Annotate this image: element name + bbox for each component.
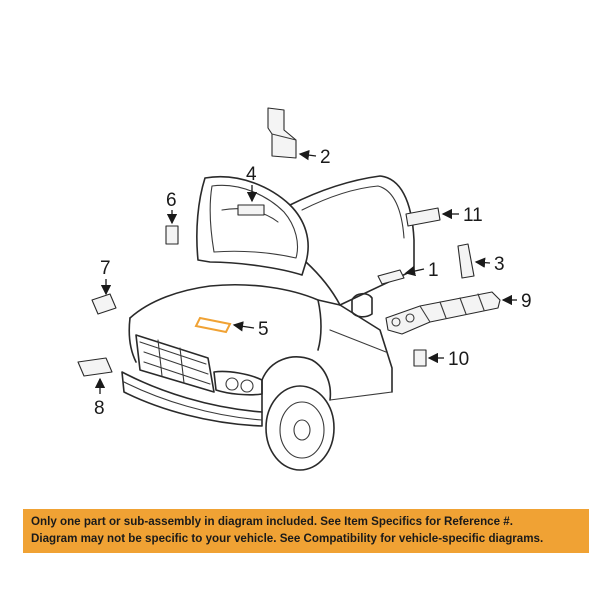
part-10-label — [413, 349, 427, 367]
callout-9: 9 — [521, 291, 532, 312]
callout-3: 3 — [494, 254, 505, 275]
part-7-label — [91, 293, 117, 315]
leader-arrows — [94, 149, 517, 394]
callout-11: 11 — [463, 205, 483, 226]
callout-8: 8 — [94, 398, 105, 419]
disclaimer-line-2: Diagram may not be specific to your vehi… — [31, 532, 544, 545]
part-2-decal — [267, 107, 297, 159]
callout-4: 4 — [246, 164, 257, 185]
part-3-label — [457, 243, 475, 279]
callout-2: 2 — [320, 147, 331, 168]
part-11-label — [405, 207, 441, 227]
disclaimer-line-1: Only one part or sub-assembly in diagram… — [31, 515, 513, 528]
callout-10: 10 — [448, 349, 469, 370]
callout-5: 5 — [258, 319, 269, 340]
part-4-label — [237, 204, 265, 216]
truck-illustration — [121, 175, 415, 471]
part-6-label — [165, 225, 179, 245]
part-1-label — [377, 269, 405, 285]
callout-1: 1 — [428, 260, 439, 281]
disclaimer-banner: Only one part or sub-assembly in diagram… — [23, 509, 589, 553]
callout-6: 6 — [166, 190, 177, 211]
part-5-label-highlighted — [194, 316, 232, 334]
callout-7: 7 — [100, 258, 111, 279]
part-8-label — [77, 357, 113, 377]
part-9-assembly — [385, 291, 501, 335]
